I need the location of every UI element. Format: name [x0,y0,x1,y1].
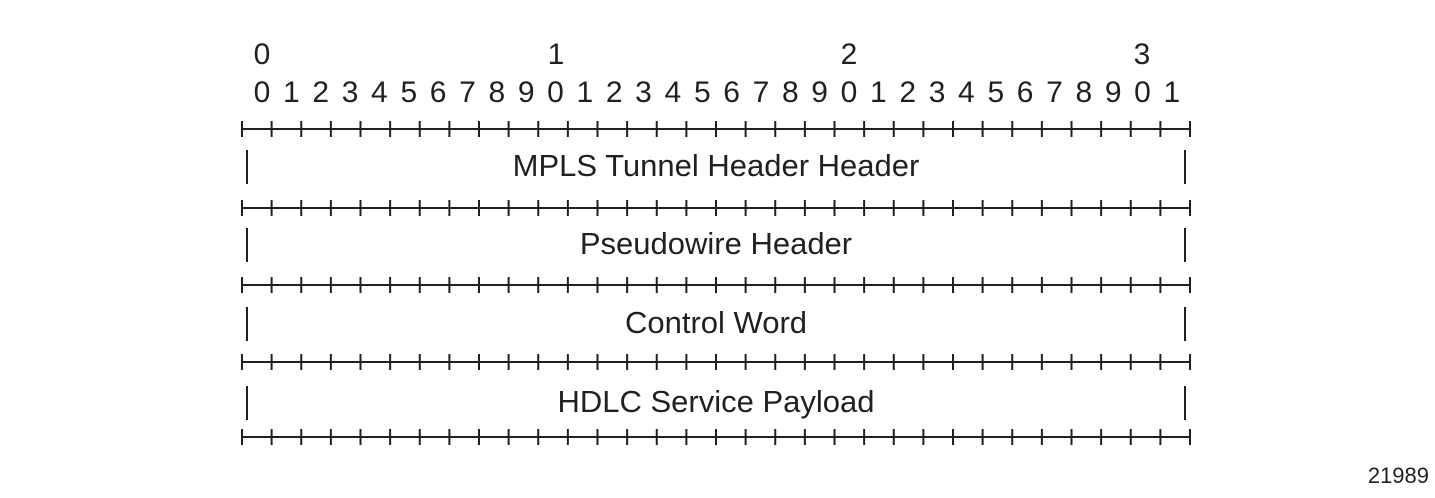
separator-rule [240,196,1192,220]
bit-unit-label: 0 [1134,76,1151,109]
bit-unit-label: 9 [811,76,828,109]
separator-rule-graphic [241,429,1191,445]
bit-unit-label: 1 [283,76,300,109]
bit-unit-label: 2 [312,76,330,109]
bit-unit-label: 0 [253,76,271,109]
bit-unit-label: 4 [664,76,682,109]
bit-tens-row: 0 1 2 3 [0,40,1435,72]
bit-unit-label: 0 [547,76,564,109]
field-label: HDLC Service Payload [557,384,875,419]
field-left-border [246,307,248,341]
separator-rule [240,350,1192,374]
bit-unit-label: 6 [1016,76,1034,109]
bit-tens-label: 3 [1133,38,1151,71]
bit-unit-label: 7 [752,76,770,109]
bit-unit-label: 9 [1104,76,1122,109]
bit-unit-label: 0 [840,76,858,109]
bit-unit-label: 4 [371,76,388,109]
field-control-word: Control Word [240,297,1192,357]
separator-rule-graphic [241,277,1191,293]
bit-unit-label: 8 [488,76,506,109]
field-left-border [246,228,248,262]
field-right-border [1184,150,1186,184]
separator-rule [240,425,1192,449]
bit-unit-label: 9 [517,76,535,109]
separator-rule-graphic [241,200,1191,216]
bit-unit-label: 7 [1046,76,1063,109]
bit-unit-label: 2 [899,76,917,109]
separator-rule-graphic [241,354,1191,370]
separator-rule [240,117,1192,141]
separator-rule-graphic [241,121,1191,137]
bit-unit-label: 3 [928,76,946,109]
bit-tens-label: 0 [253,38,271,71]
bit-unit-label: 7 [459,76,476,109]
bit-unit-label: 6 [429,76,447,109]
field-right-border [1184,386,1186,420]
field-hdlc-service-payload: HDLC Service Payload [240,376,1192,436]
bit-unit-label: 1 [870,76,887,109]
bit-unit-label: 4 [958,76,975,109]
field-label: MPLS Tunnel Header Header [512,148,920,183]
field-right-border [1184,228,1186,262]
field-label: Pseudowire Header [579,226,853,261]
bit-unit-label: 5 [987,76,1005,109]
field-mpls-tunnel-header: MPLS Tunnel Header Header [240,140,1192,200]
bit-unit-label: 3 [341,76,359,109]
field-left-border [246,386,248,420]
figure-id: 21989 [1367,463,1429,488]
bit-unit-label: 3 [635,76,652,109]
bit-unit-label: 5 [400,76,418,109]
bit-unit-label: 1 [576,76,594,109]
field-label: Control Word [624,305,808,340]
field-left-border [246,150,248,184]
bit-unit-label: 1 [1163,76,1181,109]
field-pseudowire-header: Pseudowire Header [240,218,1192,278]
bit-unit-label: 5 [693,76,711,109]
bit-unit-label: 8 [781,76,799,109]
bit-unit-label: 2 [605,76,623,109]
bit-tens-label: 1 [547,38,565,71]
separator-rule [240,273,1192,297]
field-right-border [1184,307,1186,341]
bit-tens-label: 2 [840,38,858,71]
bit-unit-label: 6 [723,76,740,109]
bit-unit-label: 8 [1075,76,1093,109]
